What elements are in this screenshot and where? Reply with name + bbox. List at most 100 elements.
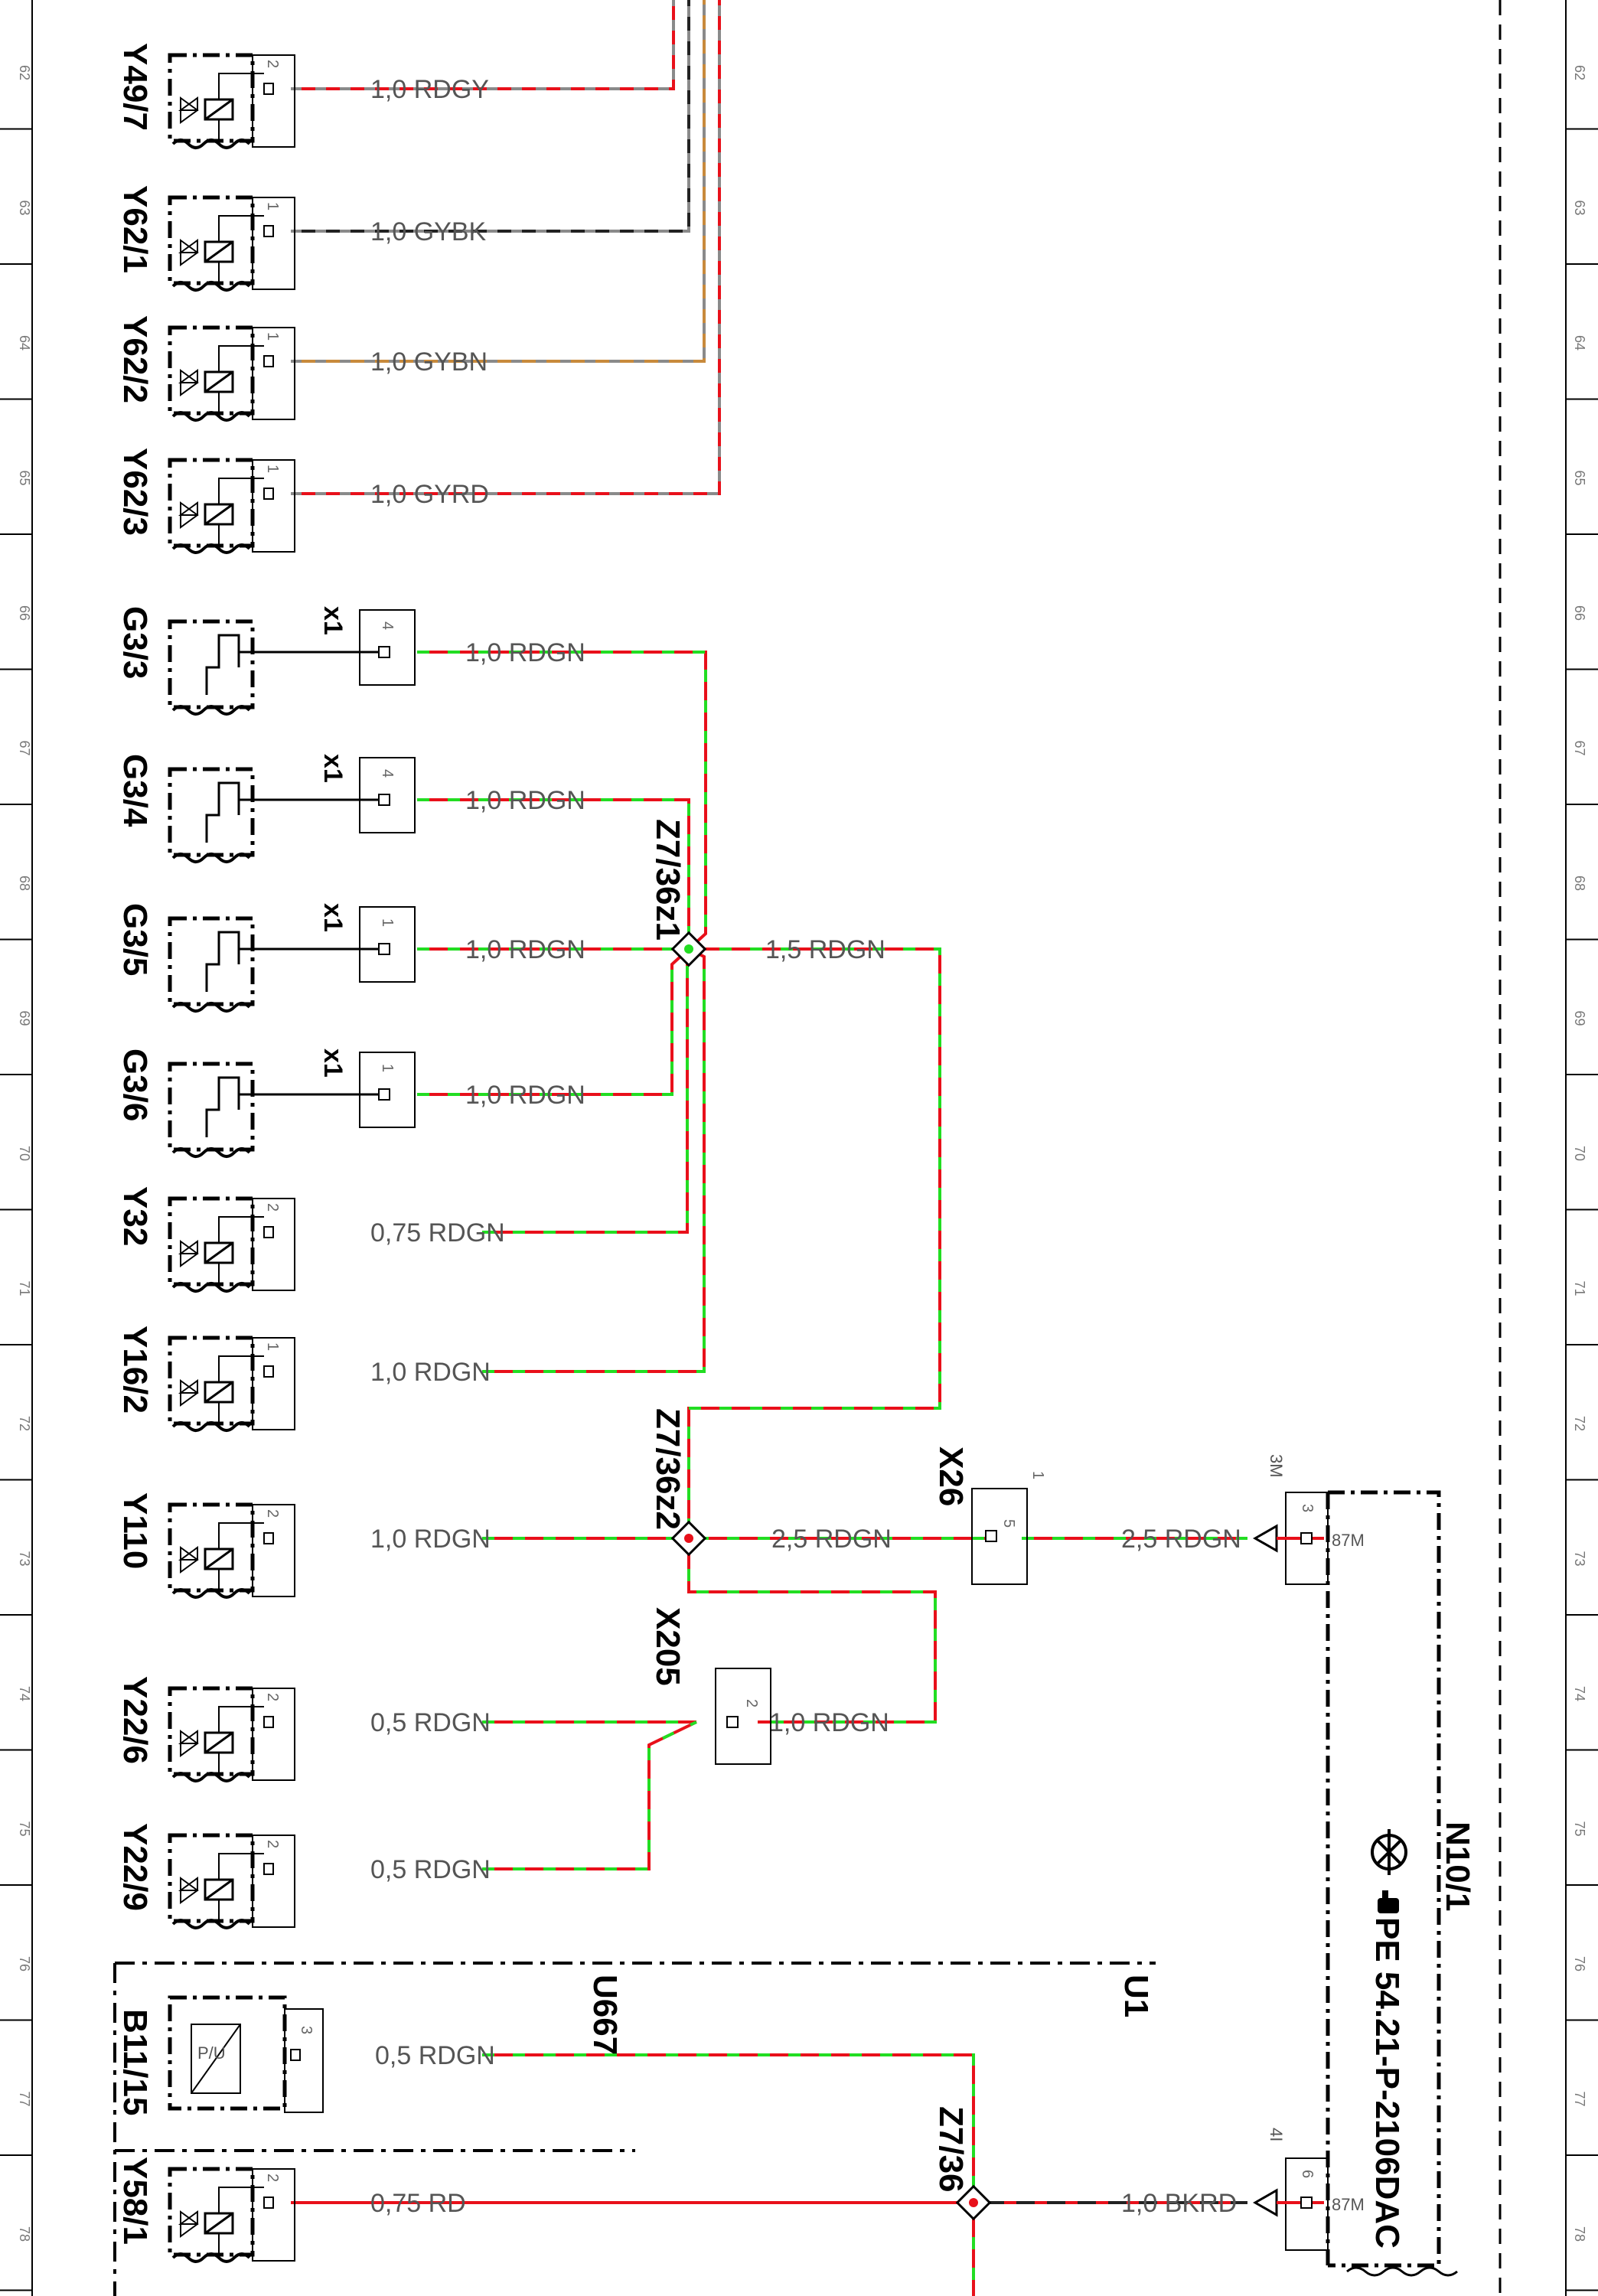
n10-module: 87M 3 3M 87M 6 4I N10/1 PE 54.21-P-2106D…	[1252, 1454, 1476, 2277]
sensor-icon	[205, 781, 240, 843]
wires	[291, 0, 1247, 2296]
x205-pin: 2	[743, 1699, 760, 1707]
sensor-housing	[168, 1062, 255, 1152]
wire-label-z2-out: 2,5 RDGN	[771, 1525, 892, 1554]
area-u1: U1	[1117, 1975, 1155, 2017]
z36-label: Z7/36	[932, 2106, 970, 2193]
n10-ref: PE 54.21-P-2106DAC	[1368, 1917, 1406, 2249]
pin-number: 2	[264, 1509, 281, 1518]
grid-label-left: 68	[17, 876, 32, 891]
component-id: Y62/1	[116, 185, 154, 273]
valve-housing	[168, 1686, 255, 1776]
pin-number: 2	[264, 1203, 281, 1212]
grid-label-right: 65	[1572, 471, 1587, 486]
grid-label-right: 72	[1572, 1416, 1587, 1431]
grid-label-left: 66	[17, 605, 32, 621]
page-frame	[31, 0, 1567, 2296]
connector-label: x1	[318, 903, 347, 932]
wire-label: 0,5 RDGN	[370, 1855, 491, 1884]
component-g3-4: G3/4 4 x1 1,0 RDGN	[116, 754, 585, 863]
sensor-housing	[168, 619, 255, 709]
component-id: Y49/7	[116, 43, 154, 131]
valve-housing	[168, 1833, 255, 1923]
x205-connector: 2 X205	[649, 1607, 771, 1765]
valve-housing	[168, 1336, 255, 1426]
pressure-sensor-housing	[168, 1995, 287, 2111]
component-id: B11/15	[116, 2009, 154, 2115]
valve-housing	[168, 325, 255, 416]
component-id: Y22/9	[116, 1823, 154, 1911]
n10-pin-bottom-label: 87M	[1332, 2195, 1365, 2214]
wire-label: 1,0 GYRD	[370, 480, 489, 509]
wire-label: 1,0 RDGN	[465, 786, 585, 815]
component-id: G3/3	[116, 606, 154, 679]
grid-label-left: 63	[17, 201, 32, 216]
wire-label: 1,0 RDGN	[370, 1525, 491, 1554]
component-y32: Y32 2 0,75 RDGN	[116, 1186, 505, 1293]
pressure-symbol: P/U	[197, 2043, 226, 2063]
sensor-icon	[205, 1076, 240, 1137]
pin-number: 1	[264, 465, 281, 473]
cursor-hand-icon	[1378, 1890, 1399, 1913]
wire-label: 1,0 RDGY	[370, 75, 489, 104]
component-id: Y62/3	[116, 448, 154, 536]
pin-number: 2	[264, 60, 281, 68]
wire-label: 0,75 RDGN	[370, 1218, 505, 1247]
wire-label-x205-out: 1,0 RDGN	[769, 1708, 889, 1737]
area-u667: U667	[586, 1975, 624, 2055]
wire-label-n10-in: 1,0 BKRD	[1121, 2189, 1237, 2218]
pin-number: 2	[264, 1693, 281, 1701]
wire-label: 1,0 RDGN	[465, 638, 585, 667]
grid-label-left: 67	[17, 741, 32, 756]
pin-number: 4	[379, 621, 396, 630]
pin-number: 1	[264, 332, 281, 341]
pin-number: 2	[264, 1840, 281, 1848]
grid-label-left: 64	[17, 335, 32, 351]
sensor-icon	[205, 634, 240, 695]
sensor-icon	[205, 931, 240, 992]
n10-pin-top-outer: 3M	[1267, 1454, 1286, 1478]
grid-label-left: 69	[17, 1011, 32, 1026]
x205-label: X205	[649, 1607, 686, 1686]
component-id: Y62/2	[116, 315, 154, 403]
grid-label-right: 66	[1572, 605, 1587, 621]
splice-z1	[670, 931, 707, 967]
x26-label: X26	[932, 1446, 970, 1506]
grid-label-left: 71	[17, 1281, 32, 1296]
pin-number: 1	[264, 1342, 281, 1351]
pin-number: 4	[379, 769, 396, 778]
component-y62-3: Y62/3 1 1,0 GYRD	[116, 448, 489, 554]
sensor-housing	[168, 916, 255, 1006]
connector-label: x1	[318, 754, 347, 783]
pin-number: 1	[379, 1064, 396, 1072]
wire-label: 1,0 RDGN	[370, 1358, 491, 1387]
valve-housing	[168, 53, 255, 143]
x26-connector: 5 1 X26	[932, 1446, 1046, 1585]
wire-label: 1,0 GYBN	[370, 347, 488, 377]
pin-number: 2	[264, 2174, 281, 2182]
grid-label-right: 76	[1572, 1956, 1587, 1971]
n10-label: N10/1	[1439, 1821, 1476, 1911]
grid-label-right: 70	[1572, 1146, 1587, 1161]
valve-housing	[168, 1502, 255, 1593]
grid-label-right: 63	[1572, 201, 1587, 216]
component-id: G3/4	[116, 754, 154, 827]
lamp-icon	[1371, 1829, 1407, 1875]
sensor-housing	[168, 767, 255, 857]
component-id: Y32	[116, 1186, 154, 1246]
component-id: Y58/1	[116, 2157, 154, 2245]
wire-label: 1,0 RDGN	[465, 1081, 585, 1110]
component-y22-9: Y22/9 2 0,5 RDGN	[116, 1823, 491, 1929]
component-id: Y22/6	[116, 1676, 154, 1764]
grid-label-right: 69	[1572, 1011, 1587, 1026]
grid-label-right: 74	[1572, 1686, 1587, 1701]
grid-label-right: 73	[1572, 1551, 1587, 1567]
grid-label-left: 75	[17, 1821, 32, 1837]
